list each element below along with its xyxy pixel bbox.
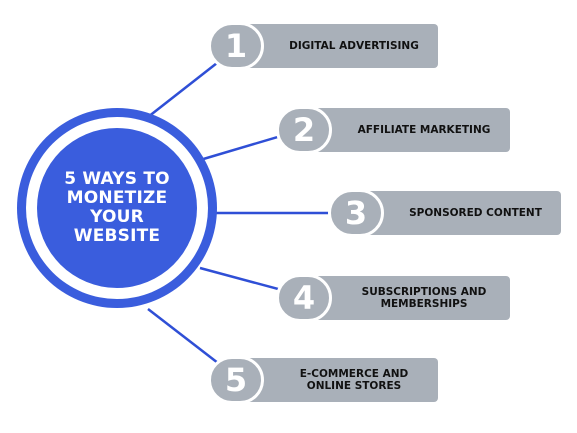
hub-title: 5 WAYS TO MONETIZE YOUR WEBSITE [64, 169, 170, 246]
item-5-label: E-COMMERCE AND ONLINE STORES [299, 368, 409, 392]
item-5-number: 5 [224, 361, 248, 399]
item-2-bar: AFFILIATE MARKETING [304, 108, 510, 152]
item-1-badge: 1 [208, 22, 264, 70]
item-1-bar: DIGITAL ADVERTISING [236, 24, 438, 68]
item-1-label: DIGITAL ADVERTISING [289, 40, 419, 52]
item-2-number: 2 [292, 111, 316, 149]
item-1-number: 1 [224, 27, 248, 65]
hub-circle: 5 WAYS TO MONETIZE YOUR WEBSITE [37, 128, 197, 288]
item-3-bar: SPONSORED CONTENT [356, 191, 561, 235]
item-3-label: SPONSORED CONTENT [409, 207, 542, 219]
item-3-badge: 3 [328, 189, 384, 237]
item-4-bar: SUBSCRIPTIONS AND MEMBERSHIPS [304, 276, 510, 320]
item-2-badge: 2 [276, 106, 332, 154]
item-4-number: 4 [292, 279, 316, 317]
item-2-label: AFFILIATE MARKETING [357, 124, 491, 136]
item-4-badge: 4 [276, 274, 332, 322]
item-3-number: 3 [344, 194, 368, 232]
item-4-label: SUBSCRIPTIONS AND MEMBERSHIPS [361, 286, 487, 310]
item-5-bar: E-COMMERCE AND ONLINE STORES [236, 358, 438, 402]
item-5-badge: 5 [208, 356, 264, 404]
